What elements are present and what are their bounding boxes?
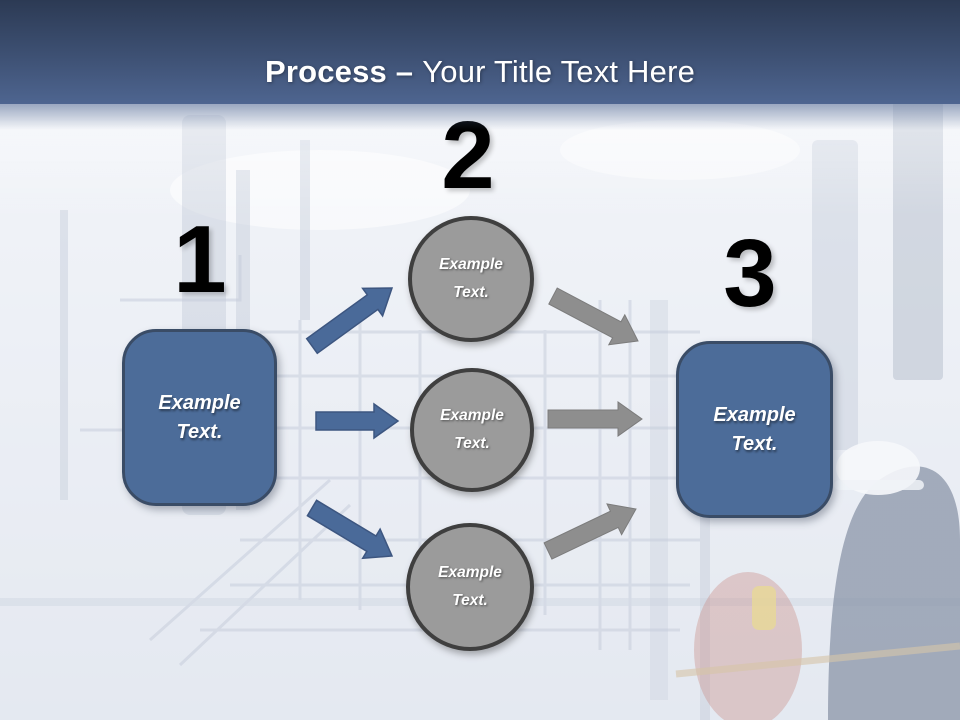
process-circle-bottom: Example Text.: [406, 523, 534, 651]
process-circle-middle-label: Example Text.: [440, 407, 504, 452]
process-box-step-1: Example Text.: [122, 329, 277, 506]
process-circle-top-label: Example Text.: [439, 256, 503, 301]
step-number-3: 3: [723, 220, 777, 327]
arrow-gray-up-icon: [543, 503, 637, 560]
process-box-1-label: Example Text.: [158, 391, 241, 443]
process-circle-top: Example Text.: [408, 216, 534, 342]
arrow-blue-down-icon: [306, 499, 394, 560]
arrow-gray-down-icon: [548, 287, 639, 346]
process-circle-bottom-label: Example Text.: [438, 564, 502, 609]
title-rest-text: Your Title Text Here: [422, 54, 696, 89]
step-number-1: 1: [173, 206, 227, 313]
slide-title: Process –Your Title Text Here: [0, 54, 960, 90]
title-keyword: Process –: [264, 54, 414, 89]
arrow-blue-middle-icon: [315, 402, 400, 440]
process-box-step-3: Example Text.: [676, 341, 833, 518]
arrow-blue-up-icon: [305, 287, 394, 355]
process-box-3-label: Example Text.: [713, 403, 796, 455]
title-band: Process –Your Title Text Here: [0, 0, 960, 130]
arrow-gray-middle-icon: [547, 401, 643, 437]
process-circle-middle: Example Text.: [410, 368, 534, 492]
